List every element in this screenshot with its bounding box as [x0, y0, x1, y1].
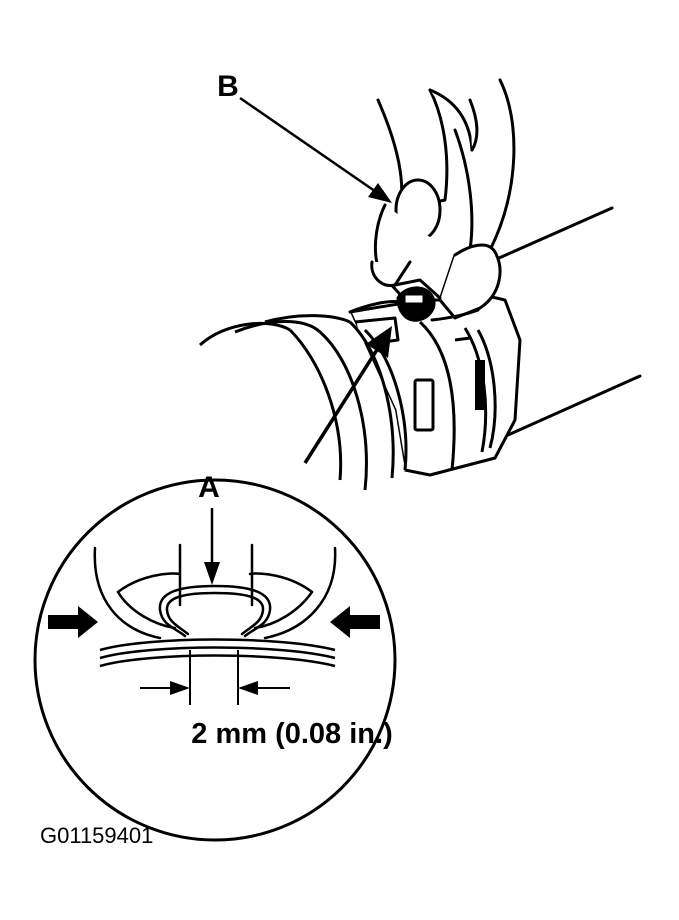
dimension-label: 2 mm (0.08 in.) [191, 718, 392, 750]
dimension-arrow-left [170, 681, 190, 695]
label-b: B [217, 70, 239, 103]
drive-shaft [488, 206, 642, 437]
dimension-arrow-right [238, 681, 258, 695]
leader-arrow-a-head [204, 562, 220, 585]
crimped-clamp-ear [158, 543, 272, 638]
crimping-tool [348, 78, 516, 322]
cv-joint-housing [348, 290, 522, 477]
detail-callout-circle [33, 478, 397, 842]
squeeze-arrow-left [48, 606, 98, 638]
label-a: A [198, 471, 220, 504]
detail-leader-arrow [303, 326, 392, 464]
squeeze-arrow-right [330, 606, 380, 638]
leader-arrow-b [239, 96, 392, 203]
detail-band-arcs [99, 638, 336, 668]
figure-code: G01159401 [40, 823, 153, 848]
